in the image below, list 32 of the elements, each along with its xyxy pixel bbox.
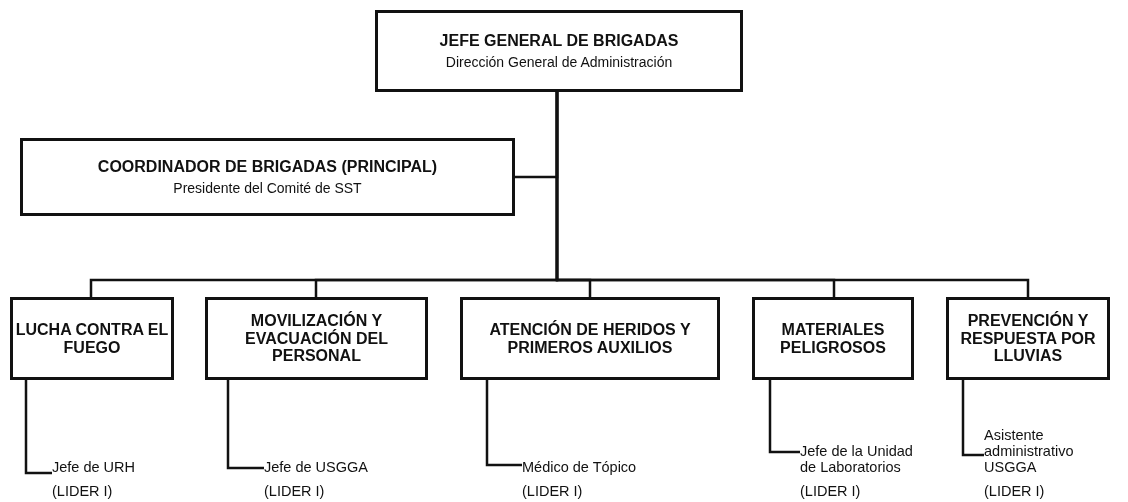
box-subtitle: Presidente del Comité de SST [173,180,362,196]
leader-line [961,380,984,457]
connector-line [555,92,1030,297]
level-text: (LIDER I) [984,484,1045,500]
leader-line [768,380,800,454]
level-text: (LIDER I) [52,484,113,500]
box-subtitle: Dirección General de Administración [445,54,673,70]
org-box [10,297,174,380]
box-title: MOVILIZACIÓN Y EVACUACIÓN DEL PERSONAL [244,311,389,366]
leader-line [485,380,522,467]
box-title: JEFE GENERAL DE BRIGADAS [439,32,679,50]
level-text: (LIDER I) [522,484,583,500]
org-box [205,297,428,380]
box-title: PREVENCIÓN Y RESPUESTA POR LLUVIAS [959,311,1097,366]
box-title: COORDINADOR DE BRIGADAS (PRINCIPAL) [97,158,438,176]
box-title: LUCHA CONTRA EL FUEGO [14,320,170,357]
org-box [375,10,743,92]
box-title: MATERIALES PELIGROSOS [779,320,887,357]
role-text: Jefe de USGGA [264,460,368,477]
level-text: (LIDER I) [264,484,325,500]
role-text: Médico de Tópico [522,460,637,477]
leader-line [24,380,52,475]
org-box [20,138,515,216]
org-box [946,297,1110,380]
box-title: ATENCIÓN DE HERIDOS Y PRIMEROS AUXILIOS [488,320,692,357]
role-text: Asistente administrativo USGGA [984,428,1075,477]
role-text: Jefe de URH [52,460,135,477]
role-text: Jefe de la Unidad de Laboratorios [800,444,914,477]
org-box [752,297,914,380]
org-box [460,297,720,380]
leader-line [226,380,264,470]
level-text: (LIDER I) [800,484,861,500]
